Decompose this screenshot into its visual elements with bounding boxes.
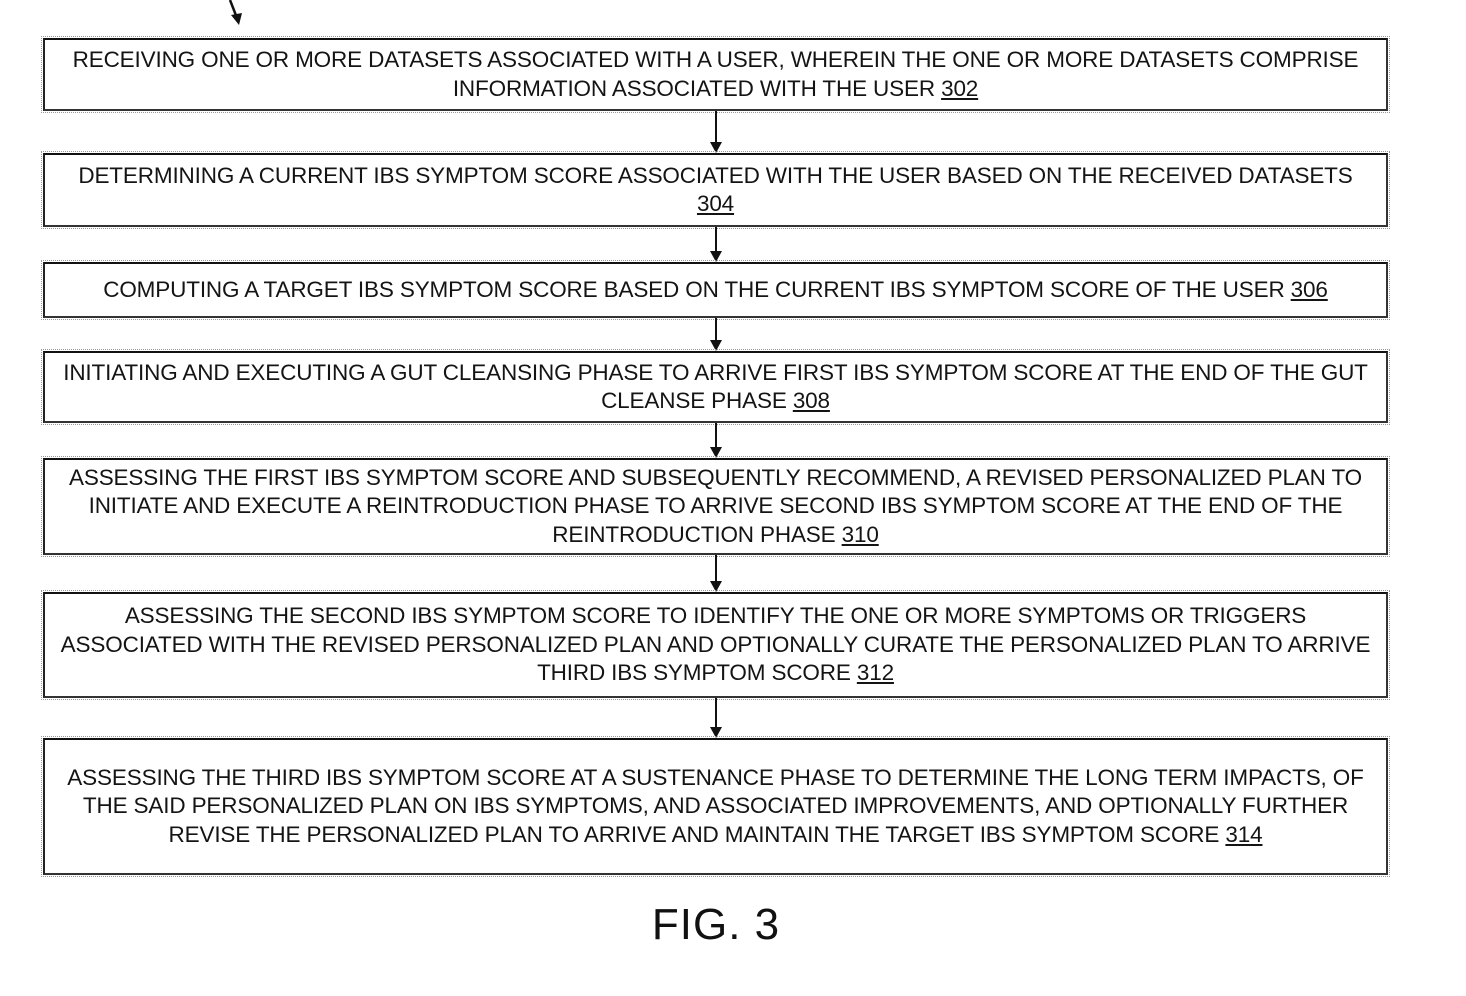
step-reference-number: 302: [941, 76, 978, 101]
figure-label: FIG. 3: [0, 900, 1432, 950]
step-box-304: DETERMINING A CURRENT IBS SYMPTOM SCORE …: [43, 153, 1388, 227]
arrow-down-icon: [710, 581, 722, 592]
step-reference-number: 304: [697, 191, 734, 216]
step-reference-number: 312: [857, 660, 894, 685]
step-box-302: RECEIVING ONE OR MORE DATASETS ASSOCIATE…: [43, 38, 1388, 111]
arrow-down-icon: [710, 447, 722, 458]
step-description: INITIATING AND EXECUTING A GUT CLEANSING…: [63, 360, 1368, 414]
step-box-310: ASSESSING THE FIRST IBS SYMPTOM SCORE AN…: [43, 458, 1388, 555]
step-text: ASSESSING THE FIRST IBS SYMPTOM SCORE AN…: [45, 464, 1386, 550]
arrow-down-icon: [710, 251, 722, 262]
step-reference-number: 308: [793, 388, 830, 413]
arrow-down-icon: [710, 727, 722, 738]
step-reference-number: 310: [842, 522, 879, 547]
connector-line: [715, 111, 717, 143]
step-description: ASSESSING THE SECOND IBS SYMPTOM SCORE T…: [61, 603, 1371, 685]
step-description: RECEIVING ONE OR MORE DATASETS ASSOCIATE…: [73, 47, 1359, 101]
step-reference-number: 306: [1291, 277, 1328, 302]
step-text: INITIATING AND EXECUTING A GUT CLEANSING…: [45, 359, 1386, 416]
step-description: ASSESSING THE FIRST IBS SYMPTOM SCORE AN…: [69, 465, 1362, 547]
step-description: DETERMINING A CURRENT IBS SYMPTOM SCORE …: [78, 163, 1352, 188]
connector-line: [715, 555, 717, 582]
step-text: ASSESSING THE SECOND IBS SYMPTOM SCORE T…: [45, 602, 1386, 688]
step-box-314: ASSESSING THE THIRD IBS SYMPTOM SCORE AT…: [43, 738, 1388, 875]
arrow-down-icon: [710, 340, 722, 351]
connector-line: [715, 227, 717, 252]
connector-line: [715, 423, 717, 448]
step-box-312: ASSESSING THE SECOND IBS SYMPTOM SCORE T…: [43, 592, 1388, 698]
step-description: COMPUTING A TARGET IBS SYMPTOM SCORE BAS…: [103, 277, 1284, 302]
step-reference-number: 314: [1225, 822, 1262, 847]
step-text: ASSESSING THE THIRD IBS SYMPTOM SCORE AT…: [45, 764, 1386, 850]
arrow-down-icon: [710, 142, 722, 153]
step-text: RECEIVING ONE OR MORE DATASETS ASSOCIATE…: [45, 46, 1386, 103]
step-text: DETERMINING A CURRENT IBS SYMPTOM SCORE …: [45, 162, 1386, 219]
entry-arrow-icon: [222, 0, 252, 30]
connector-line: [715, 698, 717, 728]
step-box-308: INITIATING AND EXECUTING A GUT CLEANSING…: [43, 351, 1388, 423]
step-text: COMPUTING A TARGET IBS SYMPTOM SCORE BAS…: [89, 276, 1342, 305]
connector-line: [715, 318, 717, 341]
step-box-306: COMPUTING A TARGET IBS SYMPTOM SCORE BAS…: [43, 262, 1388, 318]
step-description: ASSESSING THE THIRD IBS SYMPTOM SCORE AT…: [67, 765, 1363, 847]
